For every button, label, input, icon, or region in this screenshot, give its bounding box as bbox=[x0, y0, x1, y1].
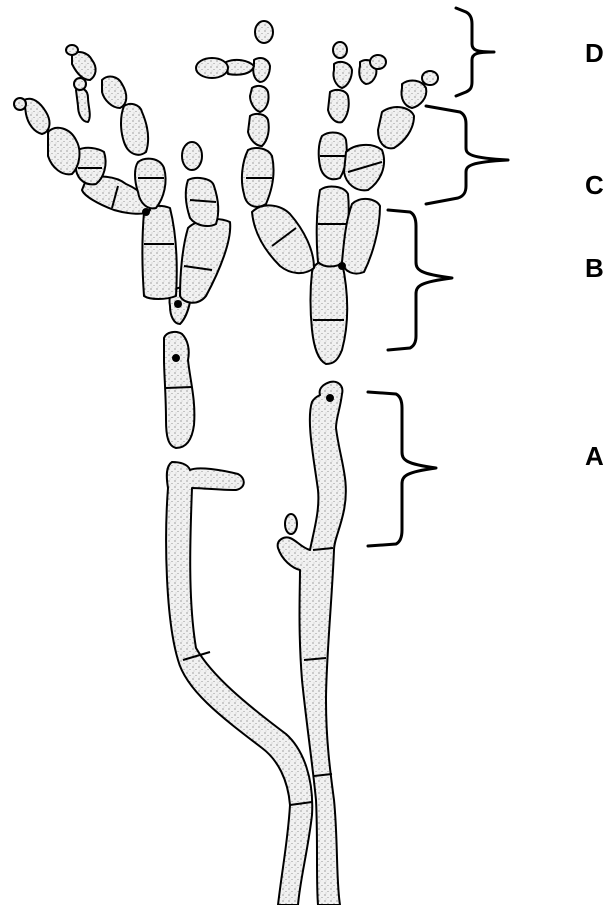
left-conidiophore bbox=[14, 45, 230, 448]
label-d: D bbox=[585, 40, 604, 66]
label-a: A bbox=[585, 443, 604, 469]
bracket-c bbox=[426, 106, 508, 204]
bracket-d bbox=[456, 8, 494, 96]
label-c: C bbox=[585, 172, 604, 198]
label-b: B bbox=[585, 255, 604, 281]
bracket-a bbox=[368, 392, 436, 546]
bracket-b bbox=[388, 210, 452, 350]
right-conidiophore bbox=[196, 21, 438, 364]
